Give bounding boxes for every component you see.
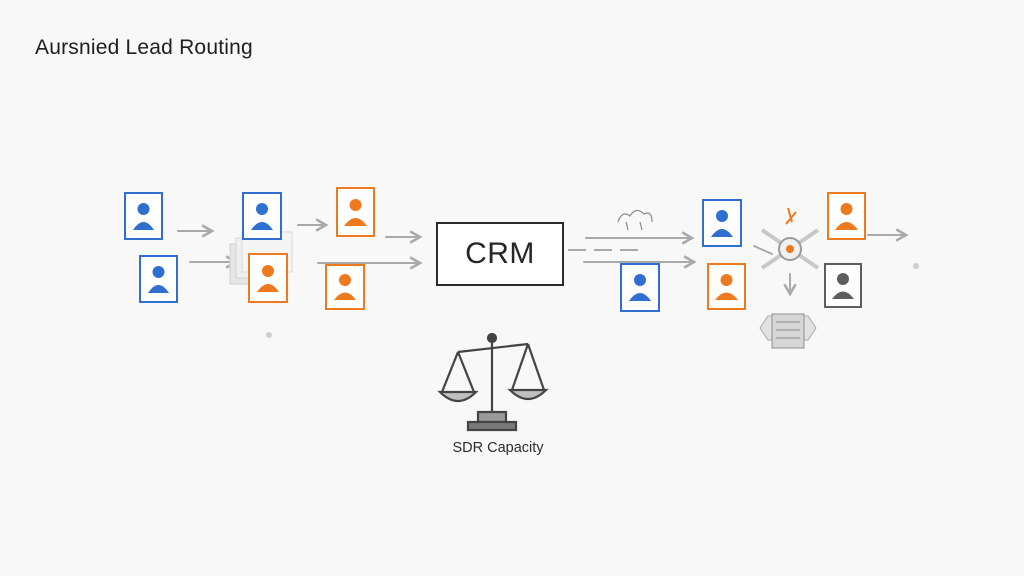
lead-card-blue [124, 192, 163, 240]
lead-card-gray [824, 263, 862, 308]
capacity-label: SDR Capacity [452, 440, 544, 456]
crm-label: CRM [465, 237, 535, 270]
handoff-sketch-icon [617, 209, 653, 231]
page-title: Aursnied Lead Routing [35, 36, 253, 59]
lead-card-orange [248, 253, 288, 303]
crm-node: CRM [436, 222, 564, 286]
balance-scale-icon [437, 332, 549, 432]
flow-arrow [753, 245, 773, 255]
server-node-icon [759, 313, 817, 349]
lead-card-orange [707, 263, 746, 310]
lead-card-orange [827, 192, 866, 240]
routing-hub-icon [760, 207, 820, 270]
lead-card-orange [325, 264, 365, 310]
lead-card-blue [702, 199, 742, 247]
lead-card-orange [336, 187, 375, 237]
lead-card-blue [139, 255, 178, 303]
decor-dot [913, 263, 919, 269]
decor-dot [266, 332, 272, 338]
lead-card-blue [242, 192, 282, 240]
lead-card-blue [620, 263, 660, 312]
